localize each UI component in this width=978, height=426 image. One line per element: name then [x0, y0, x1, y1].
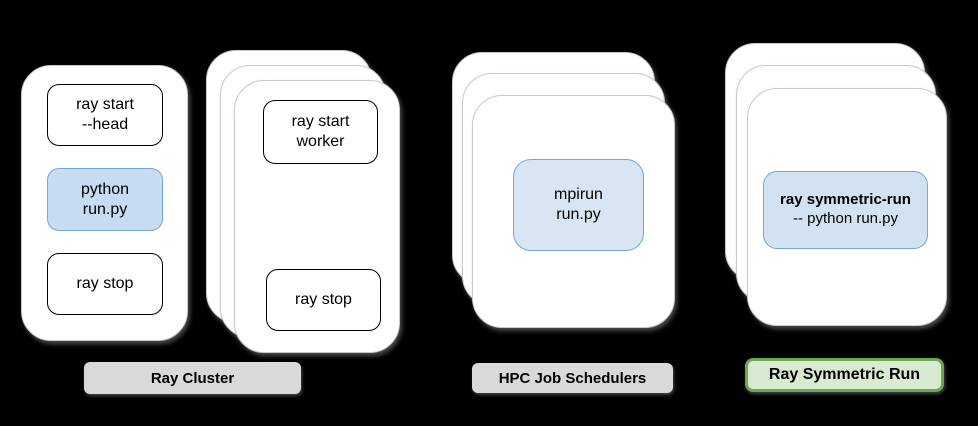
ray-symmetric-run-label: Ray Symmetric Run — [745, 358, 944, 392]
ray-symmetric-run-args-text: -- python run.py — [792, 210, 899, 227]
hpc-job-schedulers-label-text: HPC Job Schedulers — [498, 369, 647, 387]
python-run-box: python run.py — [47, 168, 163, 231]
mpirun-run-text: mpirun run.py — [554, 186, 603, 223]
ray-cluster-label: Ray Cluster — [84, 362, 301, 394]
head-ray-stop-text: ray stop — [76, 275, 134, 292]
python-run-text: python run.py — [80, 180, 130, 218]
hpc-card-front: mpirun run.py — [472, 95, 675, 328]
worker-ray-stop-box: ray stop — [266, 269, 381, 331]
ray-start-head-text: ray start --head — [76, 96, 134, 133]
hpc-job-schedulers-label: HPC Job Schedulers — [472, 363, 673, 393]
ray-start-head-box: ray start --head — [47, 84, 163, 146]
head-ray-stop-box: ray stop — [47, 253, 163, 315]
worker-node-card-front: ray start worker ray stop — [234, 80, 400, 353]
mpirun-run-box: mpirun run.py — [513, 159, 644, 251]
ray-cluster-label-text: Ray Cluster — [150, 369, 235, 387]
worker-ray-stop-text: ray stop — [295, 291, 352, 308]
ray-symmetric-run-command-text: ray symmetric-run — [780, 191, 911, 209]
head-node-card: ray start --head python run.py ray stop — [21, 65, 188, 341]
ray-start-worker-box: ray start worker — [263, 100, 378, 164]
ray-start-worker-text: ray start worker — [291, 113, 350, 150]
ray-symmetric-run-box: ray symmetric-run -- python run.py — [763, 171, 928, 249]
symmetric-card-front: ray symmetric-run -- python run.py — [747, 88, 947, 326]
ray-symmetric-run-label-text: Ray Symmetric Run — [768, 366, 921, 383]
